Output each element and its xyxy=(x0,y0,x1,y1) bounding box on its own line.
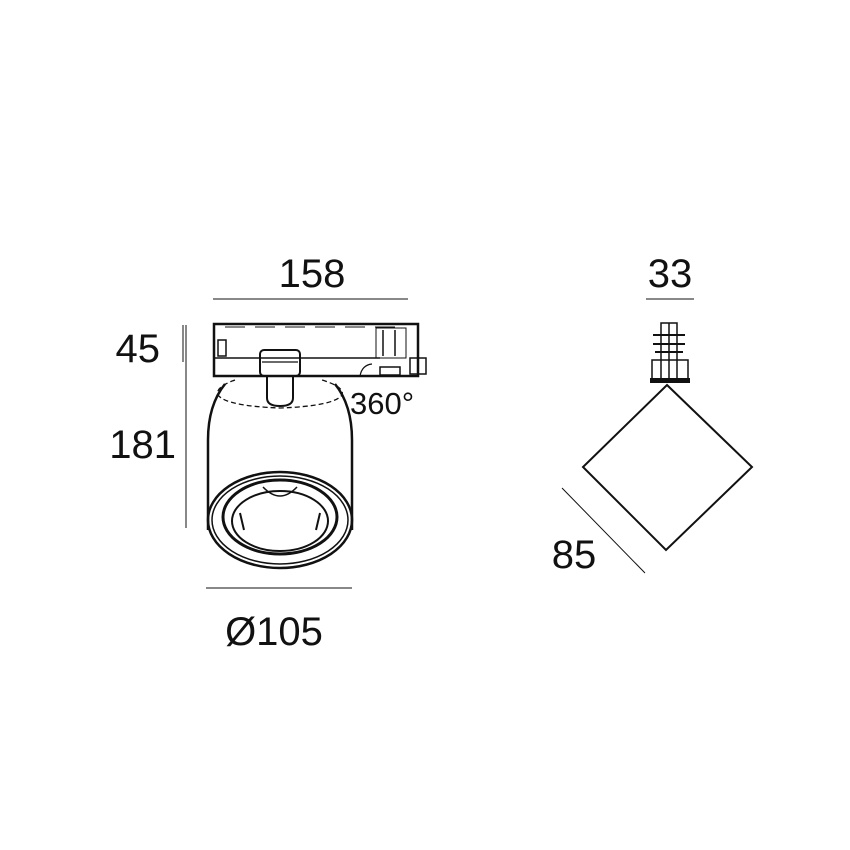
spotlight-side-body xyxy=(581,383,754,552)
spotlight-body xyxy=(206,383,354,570)
side-view: 33 85 xyxy=(552,252,754,577)
adapter-height-label: 45 xyxy=(116,327,161,371)
side-adapter xyxy=(650,322,690,383)
side-width-label: 33 xyxy=(648,252,693,296)
diameter-label: Ø105 xyxy=(225,610,323,654)
body-height-label: 181 xyxy=(109,423,176,467)
rotation-label: 360° xyxy=(350,386,414,421)
width-dimension-label: 158 xyxy=(279,252,346,296)
rotation-indicator: 360° xyxy=(216,379,414,421)
track-adapter xyxy=(212,322,427,378)
diagonal-dimension-line xyxy=(561,487,646,574)
front-view: 158 45 181 Ø105 360° xyxy=(109,252,427,654)
diagonal-label: 85 xyxy=(552,533,597,577)
